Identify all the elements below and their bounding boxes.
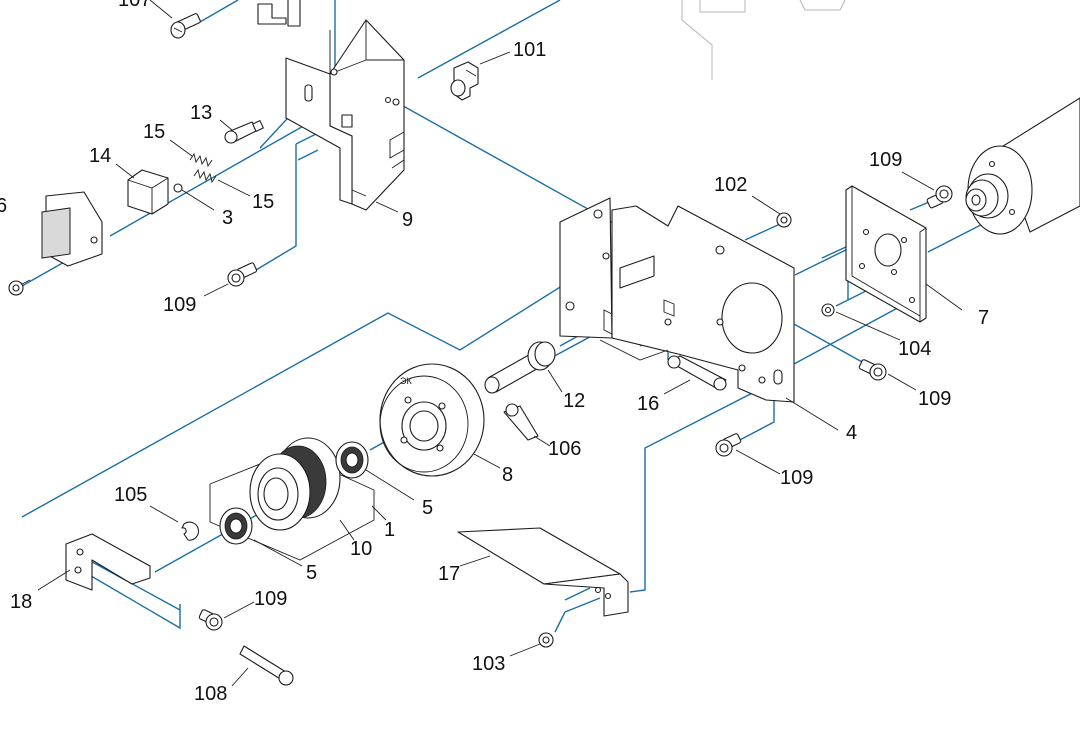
callout-109-mid: 109 (780, 467, 813, 489)
callout-101: 101 (513, 39, 546, 61)
screw-left-edge (8, 279, 31, 296)
callout-12: 12 (563, 390, 585, 412)
callout-17: 17 (438, 563, 460, 585)
screw-102 (776, 212, 792, 228)
screw-109-left (227, 262, 258, 287)
callout-5-left: 5 (306, 562, 317, 584)
callout-16: 16 (637, 393, 659, 415)
callout-18: 18 (10, 591, 32, 613)
callout-108: 108 (194, 683, 227, 705)
callout-8: 8 (502, 464, 513, 486)
screw-104 (821, 303, 835, 317)
callout-109-bottom: 109 (254, 588, 287, 610)
callout-103: 103 (472, 653, 505, 675)
callout-6: 6 (0, 195, 7, 217)
callout-15-upper: 15 (143, 121, 165, 143)
callout-102: 102 (714, 174, 747, 196)
motor (965, 97, 1080, 235)
callout-3: 3 (222, 207, 233, 229)
part-7-motor-plate (845, 185, 927, 323)
part-105-e-ring (181, 521, 199, 541)
callout-5-right: 5 (422, 497, 433, 519)
callout-4: 4 (846, 422, 857, 444)
part-106-screw (503, 403, 539, 441)
screw-103 (538, 632, 554, 648)
callout-107-partial: 107 (118, 0, 151, 11)
leader-lines (37, 0, 963, 687)
background-faint-parts (681, 0, 846, 80)
part-108-long-screw (239, 645, 294, 686)
callout-14: 14 (89, 145, 111, 167)
part-9-bracket (285, 19, 405, 211)
callout-9: 9 (402, 209, 413, 231)
part-5-bearing-right (335, 441, 369, 479)
callout-104: 104 (898, 338, 931, 360)
part-15-spring-a (189, 152, 213, 168)
screw-109-right (858, 359, 887, 381)
callout-15-lower: 15 (252, 191, 274, 213)
screw-109-bottom (198, 609, 223, 631)
part-10-timing-pulley (249, 437, 341, 531)
part-8-pulley-flange: ЭК (379, 363, 485, 477)
screw-109-mid (715, 433, 742, 457)
part-16-pin (667, 355, 727, 391)
part-101-clip (450, 61, 479, 101)
callout-13: 13 (190, 102, 212, 124)
part-18-bracket (65, 533, 151, 591)
part-13-pin (224, 120, 264, 144)
screw-109-top (926, 185, 953, 209)
part-6-sensor (41, 191, 103, 267)
pulley-marking: ЭК (400, 376, 412, 386)
callout-109-left: 109 (163, 294, 196, 316)
callout-109-right: 109 (918, 388, 951, 410)
part-14-sensor-block (127, 169, 169, 215)
callout-7: 7 (978, 307, 989, 329)
clip-part-top (257, 0, 301, 27)
callout-labels: 107 101 13 15 14 15 3 6 9 109 102 109 7 … (0, 0, 989, 705)
part-17-cover-plate (457, 527, 629, 617)
part-12-shaft (484, 341, 556, 394)
part-4-main-plate (559, 197, 795, 403)
callout-106: 106 (548, 438, 581, 460)
screw-107 (170, 13, 201, 39)
callout-1: 1 (384, 519, 395, 541)
callout-109-top: 109 (869, 149, 902, 171)
part-3-ball (173, 183, 183, 193)
callout-105: 105 (114, 484, 147, 506)
callout-10: 10 (350, 538, 372, 560)
part-5-bearing-left (219, 507, 253, 545)
part-15-spring-b (193, 168, 217, 184)
